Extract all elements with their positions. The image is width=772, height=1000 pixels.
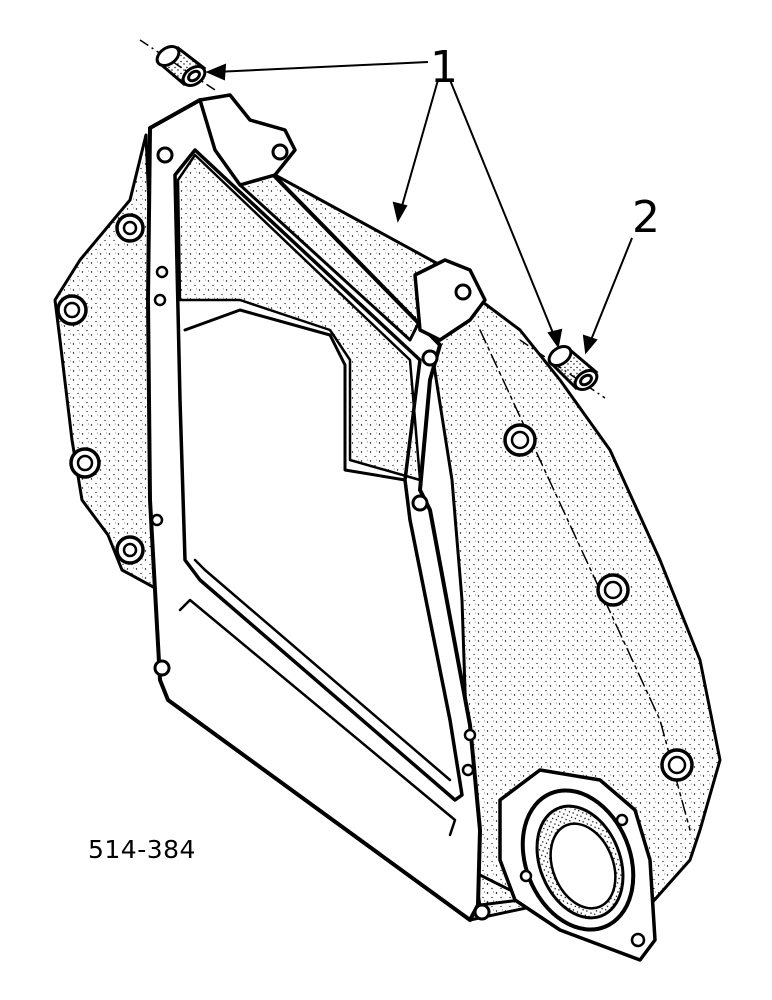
housing-inner-step	[193, 558, 452, 782]
bolt-hole	[461, 763, 475, 777]
arrow-head-1b	[392, 201, 408, 223]
bolt-hole	[153, 293, 167, 307]
housing-top-lug-right	[413, 258, 487, 342]
bolt-hole	[473, 903, 491, 921]
arm-boss-hole	[603, 580, 623, 600]
dowel-sleeve-right	[519, 339, 606, 399]
bolt-hole	[155, 265, 169, 279]
bolt-hole	[156, 146, 174, 164]
bolt-holes	[56, 143, 694, 948]
leader-line-2	[588, 237, 633, 346]
side-boss-hole	[122, 542, 138, 558]
arrow-head-1a	[205, 63, 227, 81]
arm-boss-hole	[667, 755, 687, 775]
leader-lines	[205, 61, 633, 355]
bolt-hole	[421, 349, 439, 367]
arrow-head-2	[582, 334, 598, 355]
housing-top-lug-left	[198, 93, 297, 187]
leader-line-1b	[399, 79, 439, 214]
side-boss-hole	[63, 301, 81, 319]
gear-housing	[53, 93, 722, 962]
side-boss-hole	[122, 220, 138, 236]
housing-output-bore-face	[549, 822, 617, 910]
dowel-sleeve-top	[139, 39, 216, 91]
housing-lower-ledge	[178, 598, 457, 837]
bolt-hole	[153, 659, 171, 677]
housing-inner-web-edge	[183, 308, 407, 482]
arm-boss-hole	[510, 430, 530, 450]
bolt-hole	[615, 813, 629, 827]
side-boss-hole	[76, 454, 94, 472]
bolt-hole	[463, 728, 477, 742]
bolt-hole	[630, 932, 646, 948]
leader-line-1a	[214, 61, 429, 73]
callout-1: 1	[430, 42, 458, 93]
bolt-hole	[150, 513, 164, 527]
housing-inner-web	[176, 153, 422, 482]
callout-2: 2	[632, 192, 660, 243]
bolt-hole	[411, 494, 429, 512]
arrow-head-1c	[547, 328, 563, 349]
bolt-hole	[454, 283, 472, 301]
leader-line-1c	[449, 79, 556, 339]
bolt-hole	[519, 869, 533, 883]
bolt-hole	[271, 143, 289, 161]
figure-number: 514-384	[88, 835, 196, 864]
